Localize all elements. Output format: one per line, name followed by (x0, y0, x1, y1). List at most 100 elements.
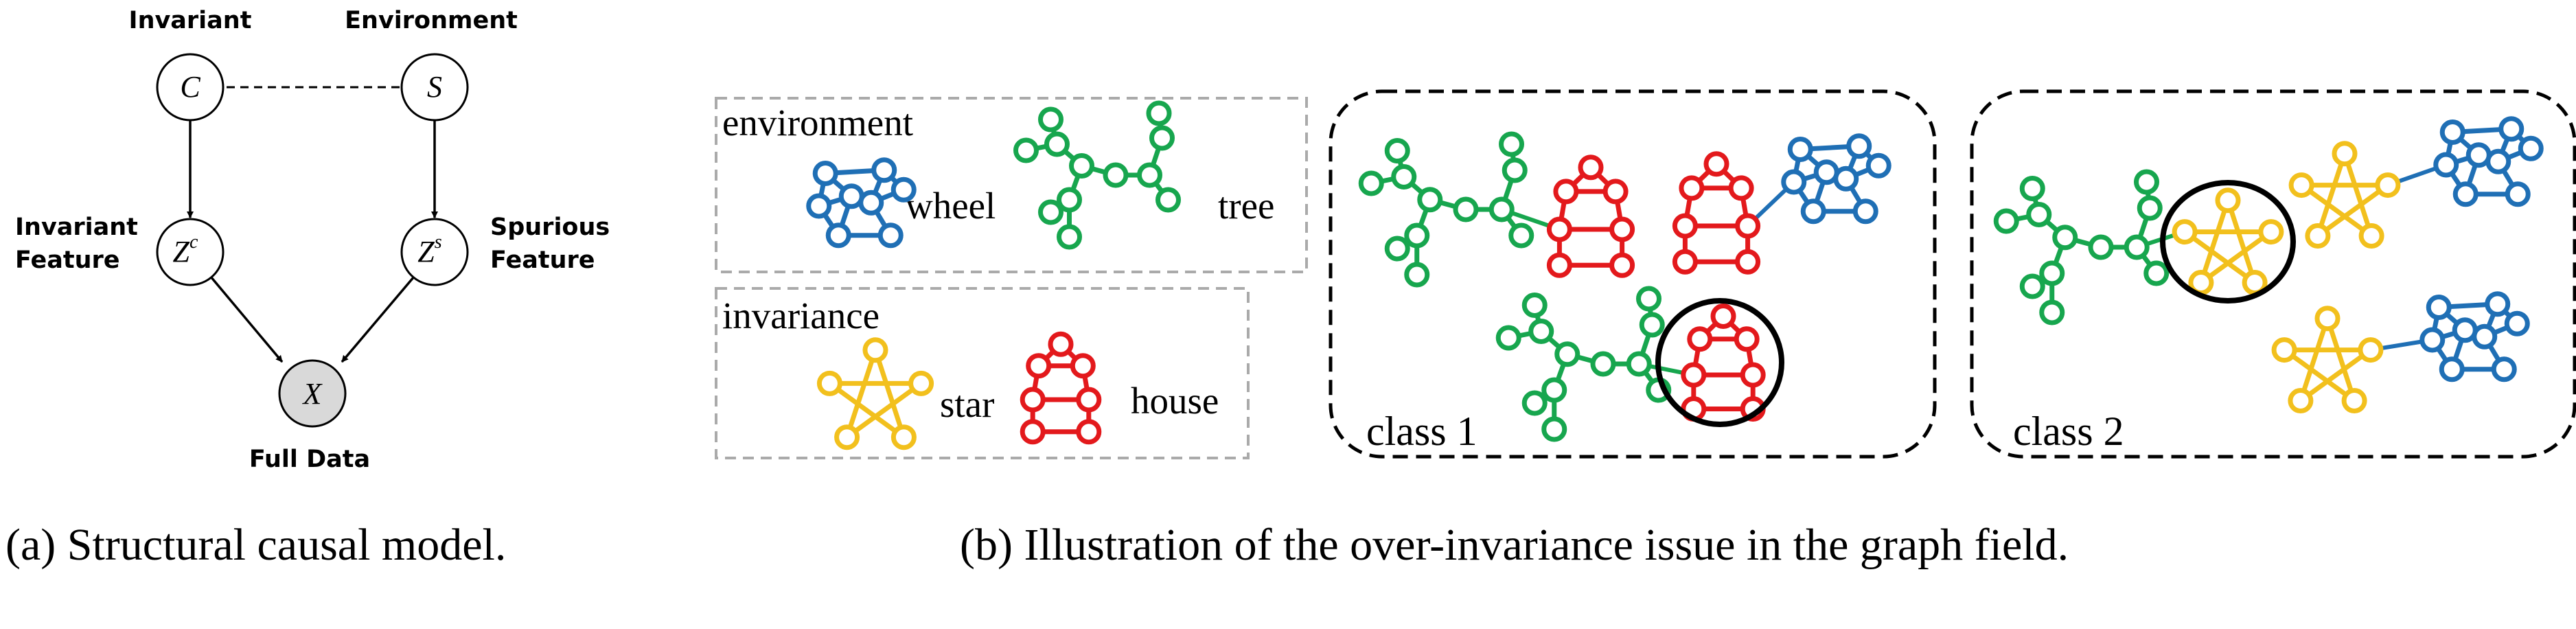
wheel-node (2452, 181, 2479, 207)
tree-node (1013, 137, 1039, 163)
star-edge (2198, 199, 2231, 284)
tree-node (1404, 262, 1430, 288)
house-node (1672, 249, 1698, 275)
star-node (2358, 337, 2384, 363)
tree-node (2137, 195, 2163, 221)
wheel-node (2426, 295, 2452, 320)
star-node (908, 370, 934, 396)
star-node (2314, 306, 2341, 332)
class1-house-1 (1546, 155, 1635, 278)
star-edge (2342, 152, 2374, 237)
tree-node (2124, 234, 2150, 260)
label-invariant-feature-1: Invariant (15, 214, 138, 241)
highlight-star-class2 (2160, 180, 2296, 304)
tree-node (1488, 196, 1515, 222)
class2-wheel-2 (2419, 291, 2530, 382)
class2-wheel-1 (2433, 116, 2544, 207)
tree-node (1554, 341, 1580, 367)
tree-node (1358, 170, 1384, 196)
house-node (1735, 213, 1761, 239)
wheel-node (2452, 317, 2478, 343)
star-node (2288, 388, 2314, 414)
house-node (1070, 353, 1096, 379)
tree-node (2019, 176, 2045, 201)
label-invariant-feature-2: Feature (15, 247, 120, 274)
wheel-node (871, 157, 897, 183)
legend-environment-box: environment wheel tree (715, 97, 1308, 273)
class1-label: class 1 (1366, 409, 1477, 454)
edge-zc-x (209, 275, 284, 363)
star-node (2358, 223, 2384, 249)
house-node (1602, 179, 1629, 205)
house-node (1553, 179, 1579, 205)
legend-star-label: star (940, 383, 994, 425)
node-x-circle (278, 359, 347, 428)
wheel-node (2419, 327, 2446, 353)
class2-label: class 2 (2013, 409, 2124, 454)
house-node (1578, 155, 1604, 181)
node-zs-label: Z (417, 235, 435, 268)
tree-node (1508, 222, 1534, 249)
star-node (2271, 337, 2297, 363)
class1-box: class 1 (1329, 89, 1937, 459)
tree-node (1146, 100, 1172, 126)
house-node (1679, 175, 1705, 201)
wheel-node (877, 222, 904, 249)
tree-node (1453, 196, 1479, 222)
tree-node (1636, 286, 1661, 312)
house-node (1703, 151, 1729, 177)
star-node (890, 424, 917, 450)
tree-node (1417, 187, 1443, 213)
tree-node (1391, 164, 1417, 190)
tree-node (1057, 224, 1082, 250)
house-node (1076, 387, 1102, 413)
tree-node (2052, 225, 2078, 251)
legend-wheel-motif (806, 157, 917, 249)
class2-star-3 (2271, 306, 2384, 414)
node-x: X (278, 359, 347, 428)
tree-node (1069, 153, 1094, 179)
causal-model: Invariant Environment C S Zc Zs (15, 7, 610, 473)
tree-node (2039, 260, 2065, 286)
tree-node (2026, 202, 2052, 227)
node-c-label: C (180, 70, 200, 104)
legend-invariance-box: invariance star house (715, 287, 1250, 459)
node-zs: Zs (400, 218, 469, 286)
star-node (816, 370, 842, 396)
star-edge (2199, 229, 2273, 285)
wheel-node (2439, 356, 2465, 382)
highlight-house-class1 (1655, 298, 1784, 427)
star-edge (2325, 317, 2357, 402)
house-node (1687, 326, 1713, 352)
node-s-label: S (427, 70, 442, 104)
tree-node (2088, 234, 2114, 260)
star-edge (2225, 199, 2257, 284)
tree-node (1057, 187, 1082, 213)
tree-node (2039, 299, 2065, 325)
house-node (1020, 419, 1046, 445)
house-node (1710, 304, 1736, 329)
wheel-node (825, 222, 851, 249)
star-node (2172, 219, 2198, 245)
star-edge (2316, 183, 2389, 238)
house-node (1546, 252, 1572, 278)
wheel-node (1852, 198, 1878, 225)
node-x-label: X (302, 377, 323, 411)
wheel-node (1865, 152, 1891, 179)
label-invariant: Invariant (129, 7, 252, 34)
tree-node (1502, 157, 1528, 183)
star-node (862, 337, 888, 363)
legend-invariance-title: invariance (722, 295, 879, 336)
svg-text:Zs: Zs (417, 231, 441, 268)
label-full-data: Full Data (249, 446, 370, 473)
star-edge (844, 349, 878, 438)
wheel-node (1846, 133, 1872, 159)
wheel-node (2518, 135, 2544, 161)
tree-node (2143, 260, 2170, 286)
star-edge (2315, 152, 2347, 237)
node-zs-sup: s (435, 231, 442, 253)
tree-node (1499, 131, 1524, 157)
node-s: S (400, 53, 469, 122)
wheel-node (806, 193, 832, 219)
svg-text:Zc: Zc (173, 231, 198, 268)
